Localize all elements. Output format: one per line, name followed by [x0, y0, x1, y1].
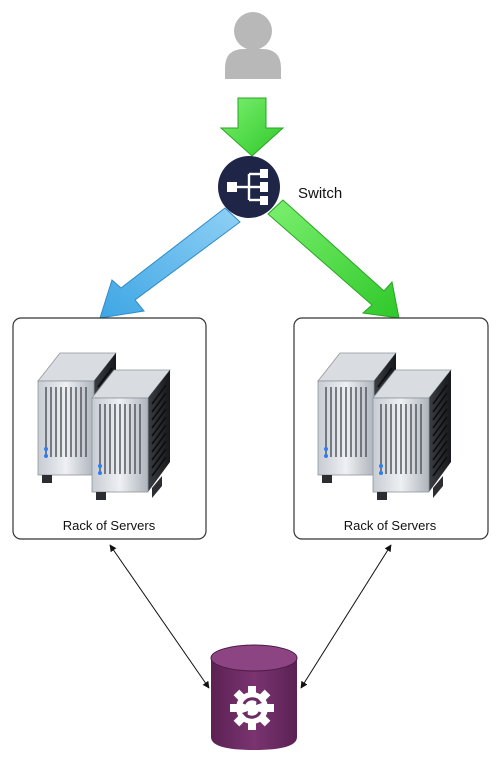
user-to-switch-arrow	[219, 97, 285, 157]
rack-of-servers-left: Rack of Servers	[12, 317, 207, 540]
database-gear-icon	[210, 644, 298, 750]
rack-right-label: Rack of Servers	[344, 518, 437, 533]
rack-of-servers-right: Rack of Servers	[293, 317, 489, 540]
rack-left-label: Rack of Servers	[63, 518, 156, 533]
right-rack-db-connector	[300, 544, 392, 689]
switch-to-right-rack-arrow	[267, 199, 400, 319]
person-icon	[225, 12, 281, 79]
switch-to-left-rack-arrow	[99, 207, 241, 319]
switch-label: Switch	[298, 185, 342, 202]
left-rack-db-connector	[109, 544, 210, 689]
network-switch-icon	[218, 156, 280, 218]
